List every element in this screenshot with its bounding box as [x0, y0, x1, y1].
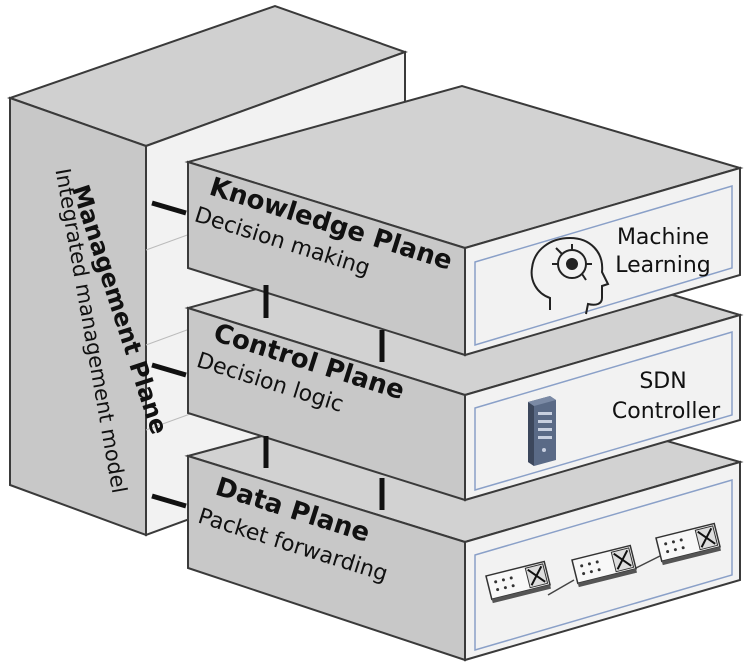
sdn-controller-line1: SDN [639, 369, 686, 394]
control-plane-side-border [474, 330, 733, 492]
knowledge-plane-side-border [474, 184, 733, 347]
server-icon [528, 396, 556, 466]
connectors [151, 200, 385, 510]
sdn-controller-line2: Controller [612, 399, 721, 424]
network-switch-icon [485, 522, 721, 604]
machine-learning-line2: Learning [615, 253, 711, 278]
machine-learning-line1: Machine [617, 225, 709, 250]
management-front-face [9, 96, 147, 537]
management-knowledge-link [151, 200, 187, 216]
management-data-link [151, 493, 187, 509]
brain-head-icon [530, 236, 610, 315]
management-control-link [151, 362, 187, 378]
data-plane-side-border [474, 478, 733, 652]
